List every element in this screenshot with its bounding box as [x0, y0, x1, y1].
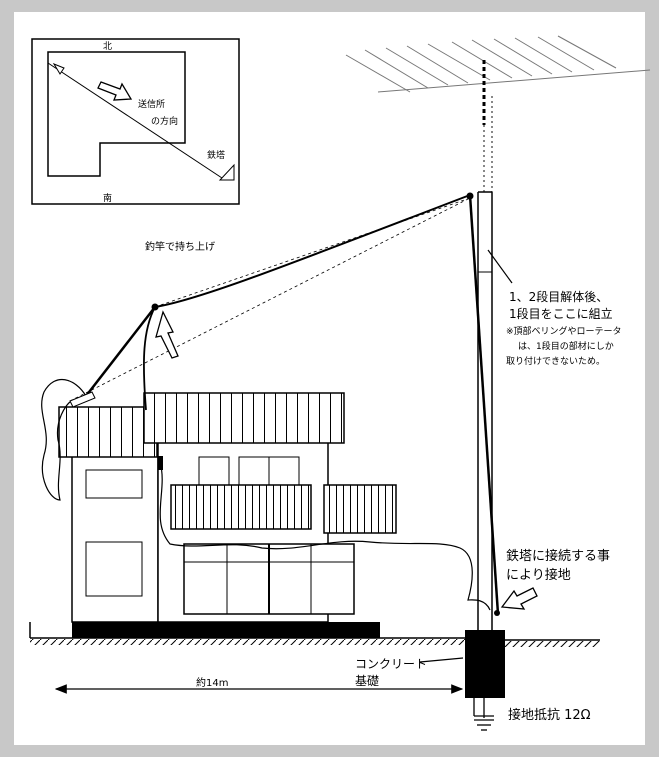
tower-marker-icon [218, 163, 235, 181]
yagi-antenna [345, 35, 651, 93]
balcony [170, 484, 312, 530]
house-foundation [72, 622, 380, 638]
direction-label-2: の方向 [151, 115, 178, 127]
window [238, 456, 270, 486]
reassembly-label-1: 1、2段目解体後、 [509, 289, 608, 304]
lift-arrow-icon [155, 310, 179, 359]
inset-map-frame [31, 38, 240, 205]
feed-cable [159, 461, 491, 611]
note-line-3: 取り付けできないため。 [506, 356, 605, 367]
gin-pole [468, 194, 500, 615]
earth-symbol [473, 698, 494, 731]
roof-side [323, 484, 397, 534]
guide-line-dashed [69, 197, 471, 402]
fishing-rod [85, 306, 156, 397]
reassembly-label-2: 1段目をここに組立 [509, 306, 613, 321]
tower-label: 鉄塔 [207, 149, 225, 161]
grounding-label-1: 鉄塔に接続する事 [506, 548, 610, 564]
south-label: 南 [103, 192, 112, 204]
inset-map: 北 南 送信所 の方向 鉄塔 [31, 38, 240, 205]
roof-eave-left [58, 406, 158, 458]
concrete-label-2: 基礎 [355, 674, 379, 688]
grounding-label-2: により接地 [506, 567, 571, 583]
direction-line [47, 62, 223, 179]
concrete-label-1: コンクリート [355, 657, 427, 671]
note-line-1: ※頂部ベリングやローテータ [506, 325, 622, 337]
direction-label-1: 送信所 [138, 98, 165, 110]
joint-pointer [487, 249, 513, 284]
distance-label: 約14m [196, 676, 228, 689]
cable-loop [41, 378, 87, 501]
house-outline [47, 51, 186, 177]
ground [29, 622, 600, 647]
north-label: 北 [103, 41, 112, 52]
note-line-2: は、1段目の部材にしか [518, 340, 614, 352]
tower-mast [477, 191, 493, 632]
window [85, 469, 143, 499]
hoist-rope [154, 194, 471, 308]
window [198, 456, 230, 486]
house [58, 392, 397, 638]
ground-arrow-icon [500, 587, 538, 610]
ground-resistance-label: 接地抵抗 12Ω [508, 707, 591, 723]
transmitter-icon [52, 62, 65, 75]
roof-main [143, 392, 345, 444]
fishing-rod-label: 釣竿で持ち上げ [145, 240, 215, 253]
concrete-foundation [465, 630, 505, 698]
window [85, 541, 143, 597]
direction-arrow-icon [97, 81, 133, 101]
window [268, 456, 300, 486]
